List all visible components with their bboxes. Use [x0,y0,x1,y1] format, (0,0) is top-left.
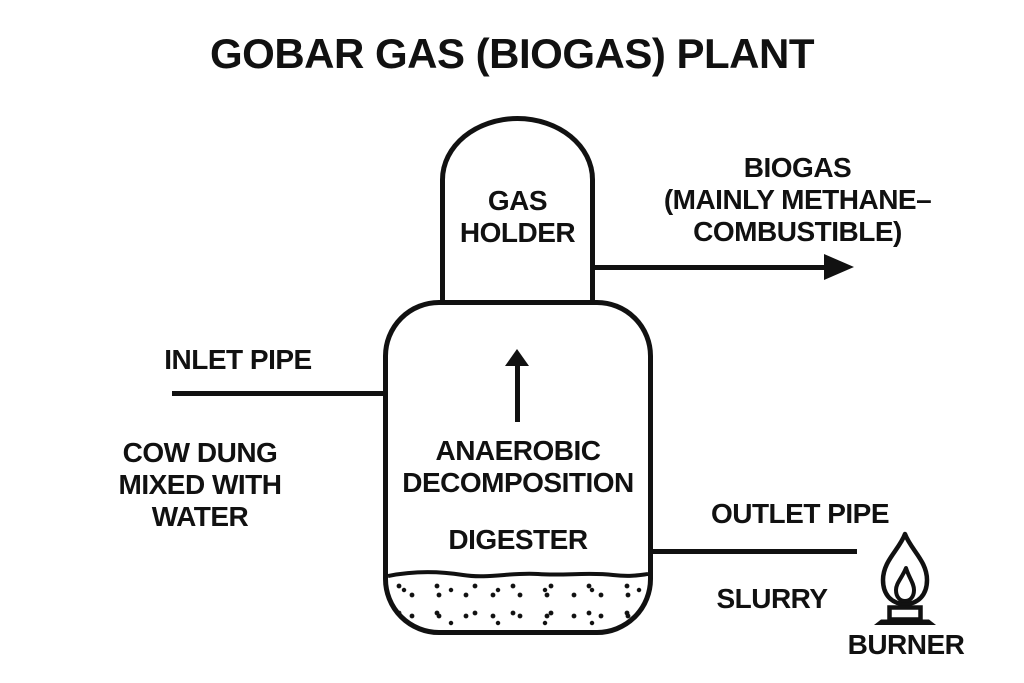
gas-holder-label: GAS HOLDER [459,185,576,248]
gas-rise-arrow [515,363,520,422]
outlet-pipe-line [645,549,857,554]
arrow-up-icon [505,349,529,366]
cow-dung-label: COW DUNG MIXED WITH WATER [118,437,283,532]
biogas-flow-arrow [595,265,827,270]
burner-label: BURNER [847,629,965,660]
arrow-right-icon [824,254,854,280]
page-title: GOBAR GAS (BIOGAS) PLANT [210,30,815,77]
biogas-label: BIOGAS (MAINLY METHANE– COMBUSTIBLE) [663,152,932,247]
inlet-pipe-line [172,391,390,396]
gas-holder-shape [440,116,595,308]
slurry-texture [392,580,644,628]
outlet-pipe-label: OUTLET PIPE [710,498,890,529]
anaerobic-decomposition-label: ANAEROBIC DECOMPOSITION [402,435,634,498]
digester-label: DIGESTER [448,524,588,555]
inlet-pipe-label: INLET PIPE [164,344,312,375]
slurry-region [388,568,648,630]
flame-icon [874,531,936,625]
slurry-label: SLURRY [716,583,828,614]
slurry-wave-line [388,570,648,579]
